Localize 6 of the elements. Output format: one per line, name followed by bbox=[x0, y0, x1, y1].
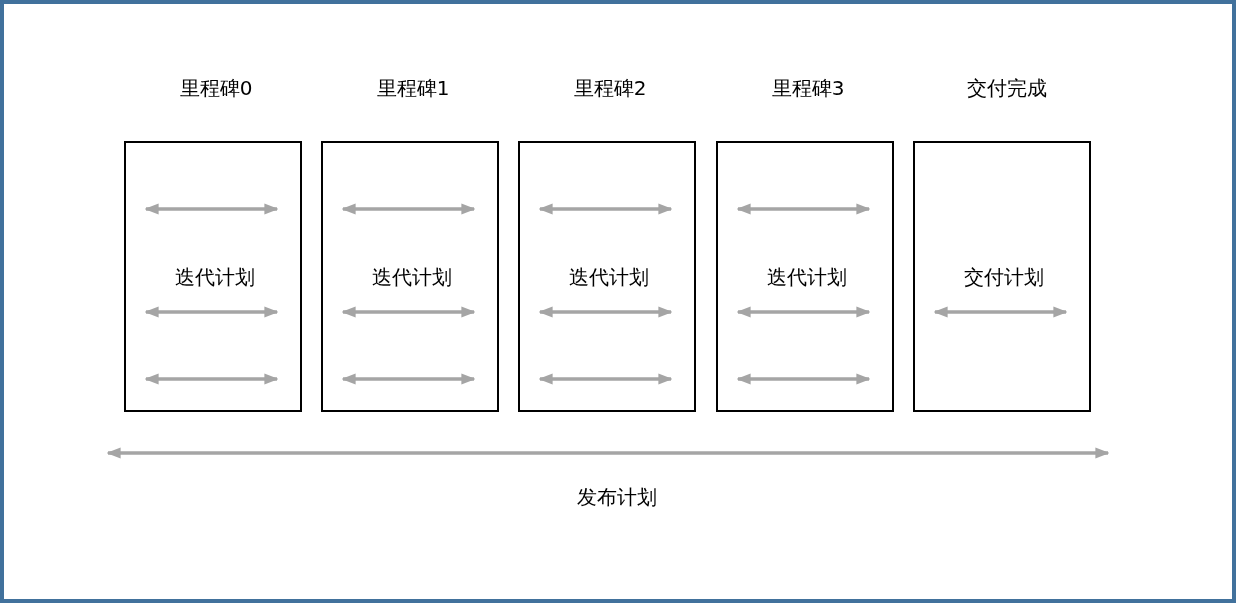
box-heading: 里程碑2 bbox=[573, 75, 647, 102]
timeline-label: 发布计划 bbox=[577, 484, 657, 511]
box-heading: 里程碑3 bbox=[771, 75, 845, 102]
box-heading: 里程碑1 bbox=[376, 75, 450, 102]
box-heading: 交付完成 bbox=[967, 75, 1047, 102]
box-heading: 里程碑0 bbox=[179, 75, 253, 102]
